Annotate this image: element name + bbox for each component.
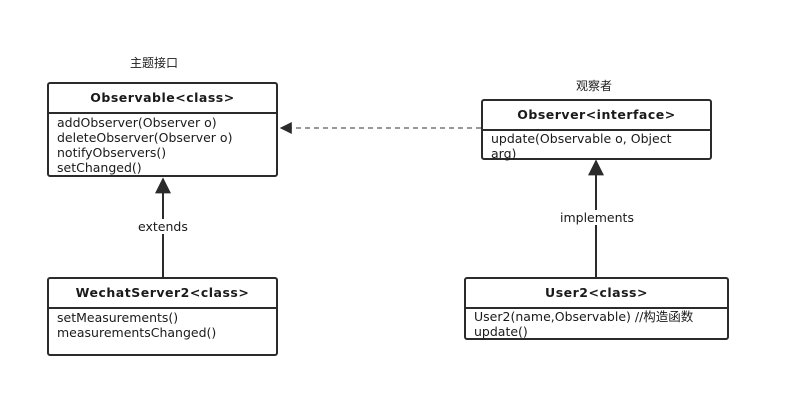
observable-class-box[interactable]: Observable<class> addObserver(Observer o…	[47, 82, 278, 177]
member-measurements-changed: measurementsChanged()	[57, 325, 217, 340]
member-add-observer: addObserver(Observer o)	[57, 115, 217, 130]
wechat-server-class-members: setMeasurements() measurementsChanged()	[49, 309, 276, 340]
implements-label: implements	[558, 210, 636, 225]
member-delete-observer: deleteObserver(Observer o)	[57, 130, 233, 145]
observer-interface-title: Observer<interface>	[483, 101, 710, 131]
member-update-signature: update(Observable o, Object	[491, 131, 672, 146]
observer-interface-members: update(Observable o, Object arg)	[483, 131, 710, 161]
wechat-server-class-box[interactable]: WechatServer2<class> setMeasurements() m…	[47, 277, 278, 356]
member-notify-observers: notifyObservers()	[57, 145, 167, 160]
extends-label: extends	[136, 219, 190, 234]
member-set-measurements: setMeasurements()	[57, 310, 179, 325]
member-set-changed: setChanged()	[57, 160, 142, 175]
wechat-server-class-title: WechatServer2<class>	[49, 279, 276, 309]
member-update-signature-cont: arg)	[491, 146, 517, 161]
user2-class-members: User2(name,Observable) //构造函数 update()	[466, 309, 727, 339]
observable-class-members: addObserver(Observer o) deleteObserver(O…	[49, 114, 276, 175]
subject-interface-caption: 主题接口	[130, 56, 179, 70]
user2-class-box[interactable]: User2<class> User2(name,Observable) //构造…	[464, 277, 729, 340]
observer-caption: 观察者	[576, 79, 613, 93]
user2-class-title: User2<class>	[466, 279, 727, 309]
member-user2-update: update()	[474, 324, 528, 339]
member-user2-constructor: User2(name,Observable) //构造函数	[474, 309, 694, 324]
observer-interface-box[interactable]: Observer<interface> update(Observable o,…	[481, 99, 712, 161]
observable-class-title: Observable<class>	[49, 84, 276, 114]
